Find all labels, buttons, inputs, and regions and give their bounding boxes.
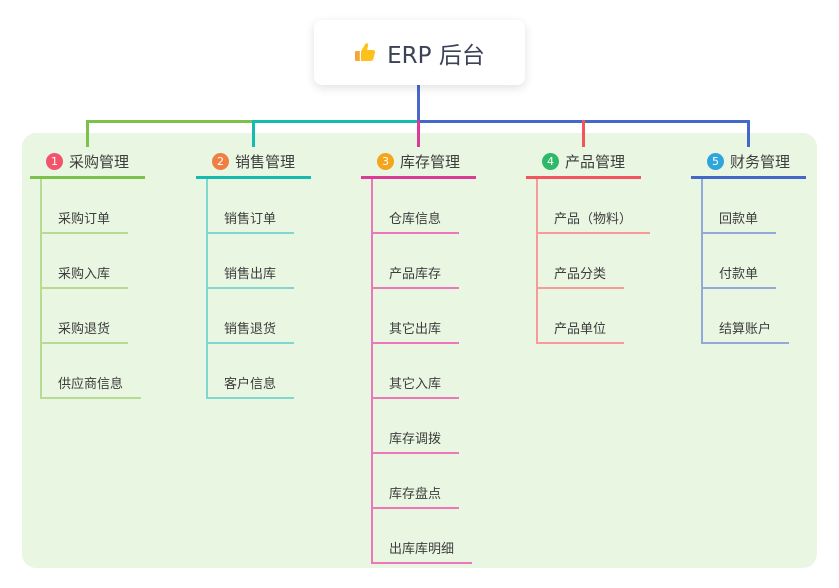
child-node[interactable]: 回款单 (703, 179, 777, 234)
child-node-label: 客户信息 (224, 377, 277, 392)
branch-title-label: 产品管理 (564, 152, 625, 171)
child-node-label: 其它出库 (389, 322, 442, 337)
branch-sales-management: 2 销售管理销售订单销售出库销售退货客户信息 (196, 146, 326, 399)
child-node[interactable]: 出库库明细 (373, 509, 473, 564)
child-node[interactable]: 其它入库 (373, 344, 460, 399)
child-node-label: 仓库信息 (389, 212, 442, 227)
branch-title-finance-management[interactable]: 5 财务管理 (691, 146, 806, 179)
branch-title-label: 销售管理 (234, 152, 295, 171)
branch-children: 产品（物料） 产品分类产品单位 (536, 179, 651, 344)
child-node-label: 供应商信息 (58, 377, 124, 392)
child-node[interactable]: 产品单位 (538, 289, 625, 344)
child-node[interactable]: 库存调拨 (373, 399, 460, 454)
connector-segment (253, 120, 419, 123)
connector-segment (87, 120, 254, 123)
child-node-label: 采购订单 (58, 212, 111, 227)
child-node-label: 采购入库 (58, 267, 111, 282)
child-node-label: 结算账户 (719, 322, 772, 337)
branch-title-purchase-management[interactable]: 1 采购管理 (30, 146, 145, 179)
child-node-label: 产品库存 (389, 267, 442, 282)
branch-purchase-management: 1 采购管理采购订单采购入库采购退货供应商信息 (30, 146, 160, 399)
child-node[interactable]: 销售退货 (208, 289, 295, 344)
child-node-label: 产品（物料） (554, 212, 633, 227)
branch-badge: 5 (706, 152, 724, 170)
branch-children: 销售订单销售出库销售退货客户信息 (206, 179, 295, 399)
child-node[interactable]: 采购入库 (42, 234, 129, 289)
child-node[interactable]: 结算账户 (703, 289, 790, 344)
child-node-label: 销售订单 (224, 212, 277, 227)
branch-title-product-management[interactable]: 4 产品管理 (526, 146, 641, 179)
branch-badge: 1 (45, 152, 63, 170)
child-node-label: 回款单 (719, 212, 759, 227)
child-node[interactable]: 销售出库 (208, 234, 295, 289)
connector-branch-drop (252, 120, 255, 147)
connector-branch-drop (86, 120, 89, 147)
child-node-label: 付款单 (719, 267, 759, 282)
connector-branch-drop (417, 120, 420, 147)
branch-title-label: 采购管理 (68, 152, 129, 171)
branch-title-label: 财务管理 (729, 152, 790, 171)
child-node[interactable]: 库存盘点 (373, 454, 460, 509)
child-node[interactable]: 产品（物料） (538, 179, 651, 234)
branch-children: 仓库信息产品库存其它出库其它入库库存调拨库存盘点出库库明细 (371, 179, 473, 564)
child-node-label: 产品分类 (554, 267, 607, 282)
child-node[interactable]: 采购退货 (42, 289, 129, 344)
branch-inventory-management: 3 库存管理仓库信息产品库存其它出库其它入库库存调拨库存盘点出库库明细 (361, 146, 491, 564)
child-node-label: 销售退货 (224, 322, 277, 337)
child-node-label: 销售出库 (224, 267, 277, 282)
child-node[interactable]: 付款单 (703, 234, 777, 289)
thumbs-up-icon (354, 41, 378, 65)
child-node-label: 出库库明细 (389, 542, 455, 557)
child-node-label: 采购退货 (58, 322, 111, 337)
child-node[interactable]: 产品分类 (538, 234, 625, 289)
root-label: ERP 后台 (387, 42, 485, 69)
branch-badge: 4 (541, 152, 559, 170)
child-node-label: 库存盘点 (389, 487, 442, 502)
connector-branch-drop (582, 120, 585, 147)
child-node[interactable]: 供应商信息 (42, 344, 142, 399)
branch-finance-management: 5 财务管理回款单付款单结算账户 (691, 146, 821, 344)
connector-root-drop (417, 85, 420, 123)
child-node[interactable]: 销售订单 (208, 179, 295, 234)
branch-title-sales-management[interactable]: 2 销售管理 (196, 146, 311, 179)
branch-children: 采购订单采购入库采购退货供应商信息 (40, 179, 142, 399)
branch-badge: 2 (211, 152, 229, 170)
branch-product-management: 4 产品管理产品（物料） 产品分类产品单位 (526, 146, 656, 344)
branch-title-inventory-management[interactable]: 3 库存管理 (361, 146, 476, 179)
child-node-label: 库存调拨 (389, 432, 442, 447)
child-node[interactable]: 其它出库 (373, 289, 460, 344)
branch-title-label: 库存管理 (399, 152, 460, 171)
branch-badge: 3 (376, 152, 394, 170)
branches-panel (22, 133, 817, 568)
child-node-label: 其它入库 (389, 377, 442, 392)
child-node-label: 产品单位 (554, 322, 607, 337)
child-node[interactable]: 客户信息 (208, 344, 295, 399)
branch-children: 回款单付款单结算账户 (701, 179, 790, 344)
child-node[interactable]: 仓库信息 (373, 179, 460, 234)
root-node[interactable]: ERP 后台 (314, 20, 525, 85)
child-node[interactable]: 产品库存 (373, 234, 460, 289)
connector-branch-drop (747, 120, 750, 147)
child-node[interactable]: 采购订单 (42, 179, 129, 234)
